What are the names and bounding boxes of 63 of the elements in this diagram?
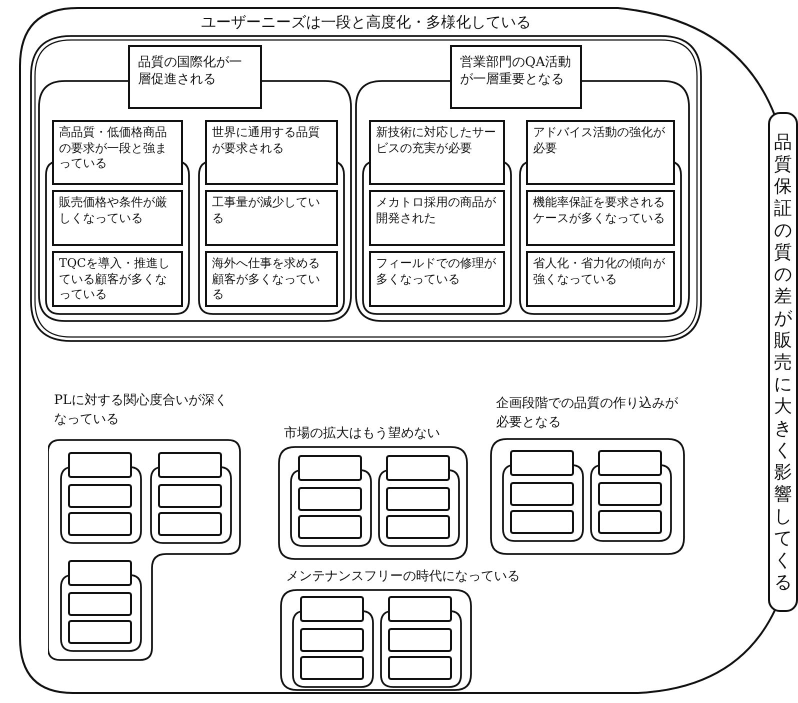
panel [30, 12, 702, 342]
empty-box [68, 620, 132, 644]
empty-box [386, 515, 450, 539]
empty-box [598, 450, 662, 476]
text-box: 機能率保証を要求されるケースが多くなっている [526, 190, 675, 246]
heading-box: 高品質・低価格商品の要求が一段と強まっている [52, 120, 183, 185]
column-frame [60, 466, 142, 544]
column-frame [290, 469, 372, 547]
group-heading: メンテナンスフリーの時代になっている [286, 568, 521, 586]
empty-box [388, 656, 452, 680]
empty-box [298, 487, 362, 511]
text-box: メカトロ採用の商品が開発された [369, 190, 505, 246]
empty-box [510, 510, 574, 534]
empty-box [510, 450, 574, 476]
text-box: 省人化・省力化の傾向が強くなっている [526, 251, 675, 307]
empty-box [158, 512, 222, 536]
empty-box [388, 596, 452, 622]
heading-box: 品質の国際化が一層促進される [128, 45, 262, 109]
empty-box [298, 455, 362, 481]
empty-box [300, 628, 364, 652]
heading-box: 営業部門のQA活動が一層重要となる [450, 45, 582, 109]
column-frame [519, 160, 682, 315]
heading-box: アドバイス活動の強化が必要 [526, 120, 675, 185]
text-box: TQCを導入・推進している顧客が多くなっている [52, 251, 183, 307]
column-frame [292, 610, 374, 688]
empty-box [68, 592, 132, 616]
empty-box [598, 482, 662, 506]
column-frame [380, 610, 462, 688]
side-box: 品質保証の質の差が販売に大きく影響してくる [768, 112, 798, 612]
column-frame [590, 464, 672, 542]
empty-box [298, 515, 362, 539]
column-frame [378, 469, 460, 547]
column-frame [198, 160, 345, 315]
column-frame [45, 160, 190, 315]
empty-box [68, 560, 132, 586]
heading-box: 世界に通用する品質が要求される [205, 120, 338, 185]
text-box: 販売価格や条件が厳しくなっている [52, 190, 183, 246]
group-panel [490, 395, 685, 555]
empty-box [386, 487, 450, 511]
column-frame [60, 574, 142, 652]
text-box: 海外へ仕事を求める顧客が多くなっている [205, 251, 338, 307]
empty-box [300, 656, 364, 680]
empty-box [598, 510, 662, 534]
group-heading: PLに対する関心度合いが深くなっている [54, 392, 228, 429]
heading: ユーザーニーズは一段と高度化・多様化している [200, 13, 532, 32]
empty-box [68, 512, 132, 536]
empty-box [68, 452, 132, 478]
empty-box [510, 482, 574, 506]
empty-box [388, 628, 452, 652]
empty-box [158, 452, 222, 478]
column-frame [150, 466, 232, 544]
group-heading: 市場の拡大はもう望めない [284, 425, 441, 443]
column-frame [502, 464, 584, 542]
text-box: フィールドでの修理が多くなっている [369, 251, 505, 307]
empty-box [386, 455, 450, 481]
column-frame [362, 160, 512, 315]
empty-box [68, 484, 132, 508]
group-panel [278, 425, 468, 560]
heading-box: 新技術に対応したサービスの充実が必要 [369, 120, 505, 185]
empty-box [158, 484, 222, 508]
text-box: 工事量が減少している [205, 190, 338, 246]
group-heading: 企画段階での品質の作り込みが必要となる [496, 395, 679, 432]
empty-box [300, 596, 364, 622]
